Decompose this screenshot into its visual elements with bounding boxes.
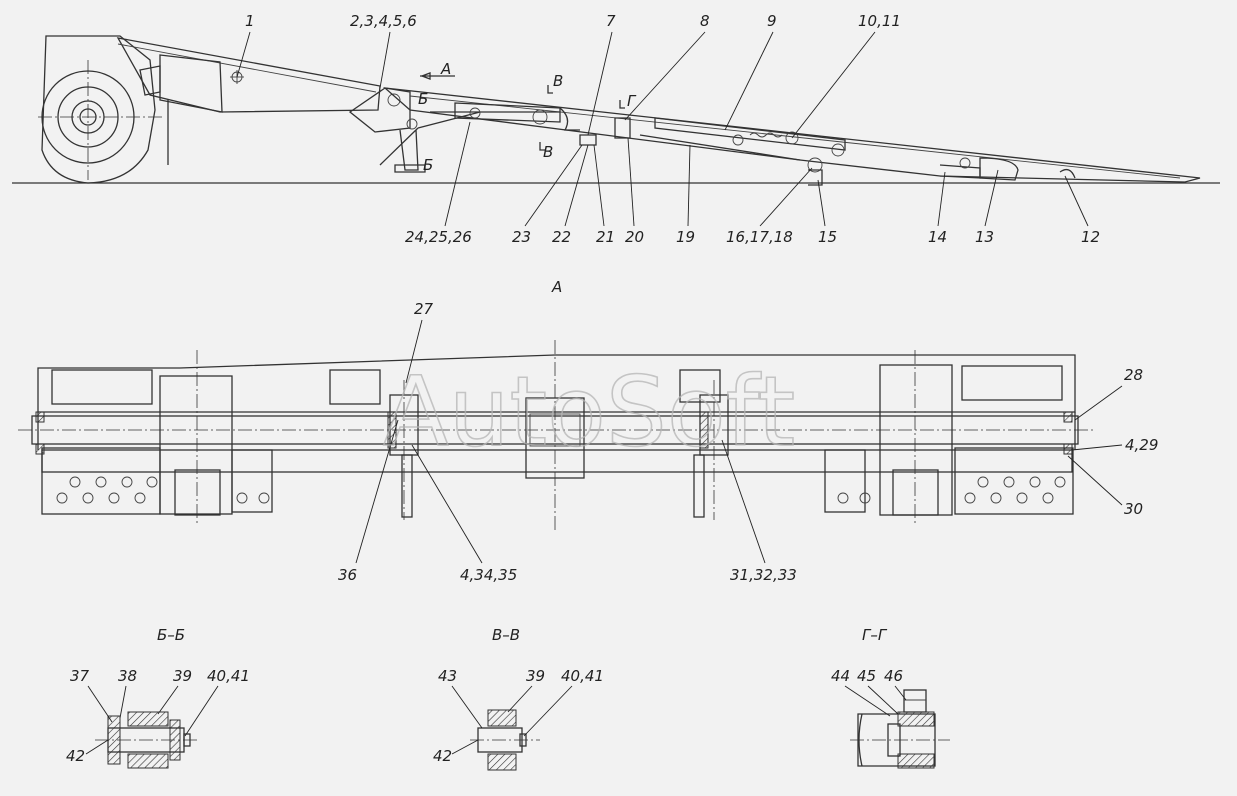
label-42: 42 (66, 747, 85, 765)
main-ramp (383, 87, 1201, 186)
label-4-34-35: 4,34,35 (460, 566, 517, 584)
label-2-6: 2,3,4,5,6 (350, 12, 417, 30)
label-7: 7 (606, 12, 616, 30)
label-12: 12 (1081, 228, 1100, 246)
label-40-41: 40,41 (207, 667, 250, 685)
label-22: 22 (552, 228, 571, 246)
hinge-assembly (348, 87, 481, 173)
label-15: 15 (818, 228, 837, 246)
label-43: 43 (438, 667, 457, 685)
label-39b: 39 (526, 667, 545, 685)
watermark: AutoSoft (383, 356, 795, 468)
view-a-callouts: 27 28 4,29 30 36 4,34,35 31,32,33 (338, 300, 1158, 584)
section-g-title: Г–Г (862, 626, 888, 644)
label-46: 46 (884, 667, 903, 685)
label-13: 13 (975, 228, 994, 246)
label-27: 27 (414, 300, 434, 318)
view-mark-a: А (440, 60, 451, 78)
front-ramp (116, 37, 381, 113)
side-view (12, 35, 1220, 186)
label-39: 39 (173, 667, 192, 685)
section-b: Б–Б 37 38 39 40,41 42 (66, 626, 250, 769)
section-v: В–В 43 39 40,41 42 (433, 626, 604, 771)
label-40-41b: 40,41 (561, 667, 604, 685)
label-31-33: 31,32,33 (730, 566, 797, 584)
view-mark-v-bottom: В (543, 143, 553, 161)
label-30: 30 (1124, 500, 1143, 518)
label-14: 14 (928, 228, 947, 246)
label-36: 36 (338, 566, 357, 584)
label-8: 8 (700, 12, 710, 30)
label-45: 45 (857, 667, 876, 685)
view-a: А (18, 278, 1095, 530)
view-mark-b-bottom: Б (423, 156, 433, 174)
view-mark-g: Г (627, 92, 637, 110)
label-20: 20 (625, 228, 644, 246)
section-b-title: Б–Б (157, 626, 185, 644)
label-16-18: 16,17,18 (726, 228, 793, 246)
label-38: 38 (118, 667, 137, 685)
label-10-11: 10,11 (858, 12, 901, 30)
label-44: 44 (831, 667, 850, 685)
label-1: 1 (245, 12, 255, 30)
label-24-26: 24,25,26 (405, 228, 472, 246)
side-view-callouts: А Б Б В В Г 1 2,3,4,5,6 7 8 9 10,11 24,2… (236, 12, 1100, 246)
view-mark-b-top: Б (418, 90, 428, 108)
section-v-title: В–В (492, 626, 520, 644)
view-mark-v-top: В (553, 72, 563, 90)
section-g: Г–Г 44 45 46 (831, 626, 950, 769)
label-37: 37 (70, 667, 90, 685)
label-19: 19 (676, 228, 695, 246)
bolt-row-left (56, 476, 270, 504)
wheel (38, 35, 169, 184)
bolt-row-right (837, 476, 1066, 504)
label-4-29: 4,29 (1125, 436, 1158, 454)
label-9: 9 (767, 12, 777, 30)
label-23: 23 (512, 228, 531, 246)
label-42b: 42 (433, 747, 452, 765)
label-21: 21 (596, 228, 615, 246)
label-28: 28 (1124, 366, 1143, 384)
view-a-title: А (551, 278, 562, 296)
